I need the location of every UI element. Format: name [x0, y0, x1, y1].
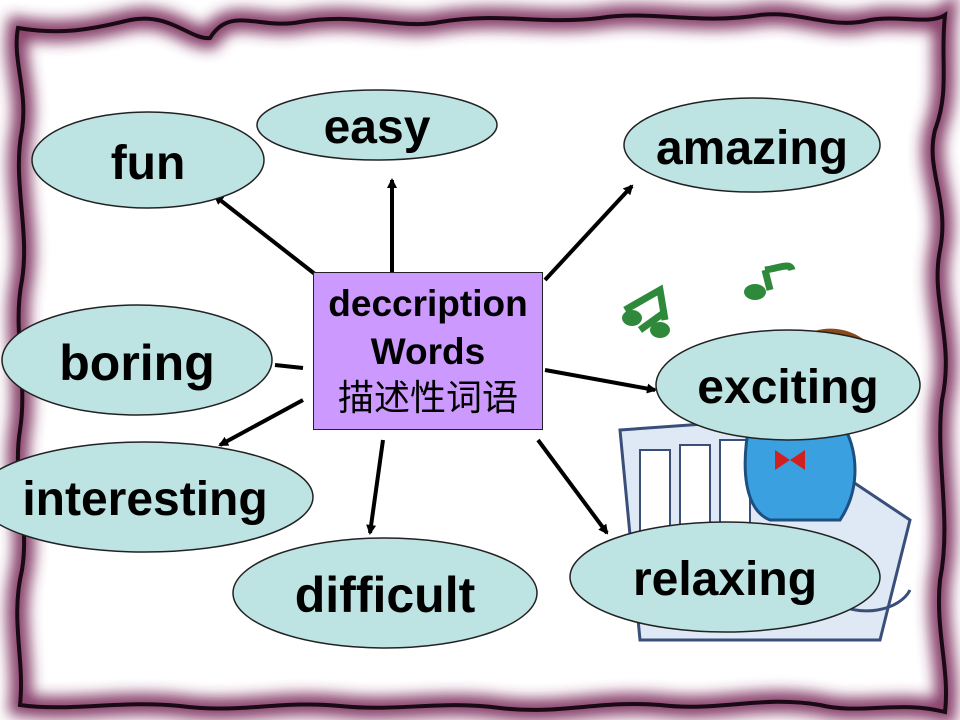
word-boring: boring — [59, 335, 215, 391]
bubble-relaxing — [569, 521, 881, 633]
arrow-to-relaxing — [536, 438, 609, 535]
word-interesting: interesting — [22, 473, 267, 526]
word-exciting: exciting — [697, 361, 878, 414]
bubble-exciting — [655, 329, 921, 441]
bubble-boring — [1, 304, 273, 416]
word-fun: fun — [111, 137, 186, 190]
arrow-to-fun — [213, 194, 322, 280]
bubble-amazing — [623, 97, 881, 193]
arrow-to-difficult — [366, 439, 385, 535]
line-to-boring — [274, 363, 304, 370]
bubble-difficult — [232, 537, 538, 649]
arrow-to-interesting — [218, 398, 304, 447]
center-title-line2: Words — [370, 331, 486, 372]
word-difficult: difficult — [295, 567, 476, 623]
bubble-fun — [31, 111, 265, 209]
center-title-line1: deccription — [328, 283, 528, 324]
center-title-chinese: 描述性词语 — [337, 378, 518, 419]
central-topic-box: deccription Words 描述性词语 — [313, 272, 543, 430]
arrow-to-amazing — [543, 184, 634, 282]
bubble-interesting — [0, 441, 314, 553]
music-notes-icon — [622, 262, 796, 338]
word-easy: easy — [324, 101, 431, 154]
arrow-to-exciting — [544, 368, 657, 394]
arrows — [213, 178, 657, 535]
decorative-frame — [5, 0, 958, 720]
word-amazing: amazing — [656, 122, 848, 175]
word-relaxing: relaxing — [633, 553, 817, 606]
word-bubbles — [0, 89, 921, 649]
bubble-easy — [256, 89, 498, 161]
